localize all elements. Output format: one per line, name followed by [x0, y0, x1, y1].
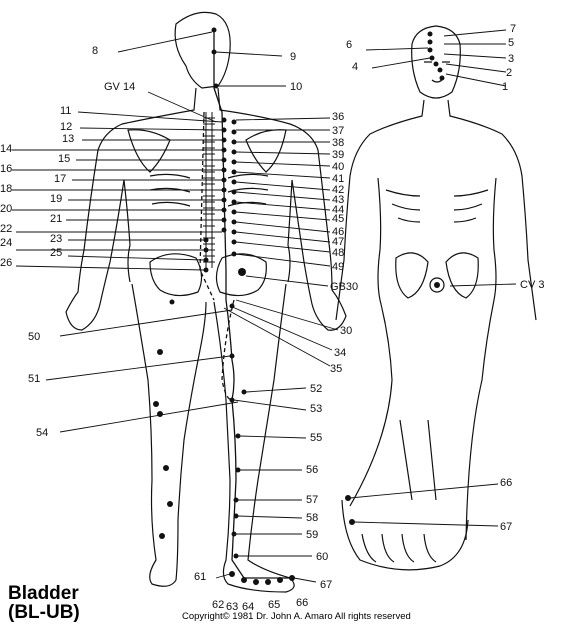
label-61: 61: [194, 571, 206, 583]
label-52: 52: [310, 383, 322, 395]
label-26: 26: [0, 257, 12, 269]
label-66-front: 66: [500, 477, 512, 489]
label-3: 3: [508, 53, 514, 65]
leader-lines: [12, 30, 516, 582]
label-37: 37: [332, 125, 344, 137]
back-figure: [66, 12, 346, 592]
label-35: 35: [330, 363, 342, 375]
label-38: 38: [332, 137, 344, 149]
label-gb30: GB30: [330, 281, 358, 293]
label-34: 34: [334, 347, 346, 359]
label-gv14: GV 14: [104, 81, 135, 93]
label-9: 9: [290, 51, 296, 63]
label-4: 4: [352, 61, 358, 73]
label-5: 5: [508, 37, 514, 49]
label-45: 45: [332, 213, 344, 225]
label-17: 17: [54, 173, 66, 185]
label-67-front: 67: [500, 521, 512, 533]
label-11: 11: [60, 105, 71, 117]
label-16: 16: [0, 163, 12, 175]
label-21: 21: [50, 213, 62, 225]
label-13: 13: [62, 133, 74, 145]
label-51: 51: [28, 373, 40, 385]
label-56: 56: [306, 464, 318, 476]
label-25: 25: [50, 247, 62, 259]
diagram-title: Bladder (BL-UB): [8, 584, 80, 622]
label-57: 57: [306, 494, 318, 506]
label-67: 67: [320, 579, 332, 591]
title-line-1: Bladder: [8, 584, 80, 603]
label-8: 8: [92, 45, 98, 57]
label-20: 20: [0, 203, 12, 215]
label-18: 18: [0, 183, 12, 195]
label-2: 2: [506, 67, 512, 79]
label-12: 12: [60, 121, 72, 133]
label-65: 65: [268, 599, 280, 611]
label-53: 53: [310, 403, 322, 415]
label-40: 40: [332, 161, 344, 173]
label-59: 59: [306, 529, 318, 541]
label-24: 24: [0, 237, 12, 249]
label-22: 22: [0, 223, 12, 235]
copyright-notice: Copyright© 1981 Dr. John A. Amaro All ri…: [182, 611, 411, 622]
label-48: 48: [332, 247, 344, 259]
label-55: 55: [310, 432, 322, 444]
label-7: 7: [510, 23, 516, 35]
label-6: 6: [346, 39, 352, 51]
label-19: 19: [50, 193, 62, 205]
label-54: 54: [36, 427, 48, 439]
label-15: 15: [58, 153, 70, 165]
label-1: 1: [502, 81, 508, 93]
label-39: 39: [332, 149, 344, 161]
label-10: 10: [290, 81, 302, 93]
title-line-2: (BL-UB): [8, 603, 80, 622]
label-30: 30: [340, 325, 352, 337]
label-58: 58: [306, 512, 318, 524]
front-point-dots: [345, 32, 445, 526]
label-62: 62: [212, 599, 224, 611]
label-66: 66: [296, 597, 308, 609]
label-14: 14: [0, 143, 12, 155]
label-50: 50: [28, 331, 40, 343]
point-labels: 8 9 10 GV 14 11 12 13 14 15 16 17 18 19 …: [0, 23, 544, 613]
label-23: 23: [50, 233, 62, 245]
label-36: 36: [332, 111, 344, 123]
label-cv3: CV 3: [520, 279, 544, 291]
label-49: 49: [332, 261, 344, 273]
label-60: 60: [316, 551, 328, 563]
